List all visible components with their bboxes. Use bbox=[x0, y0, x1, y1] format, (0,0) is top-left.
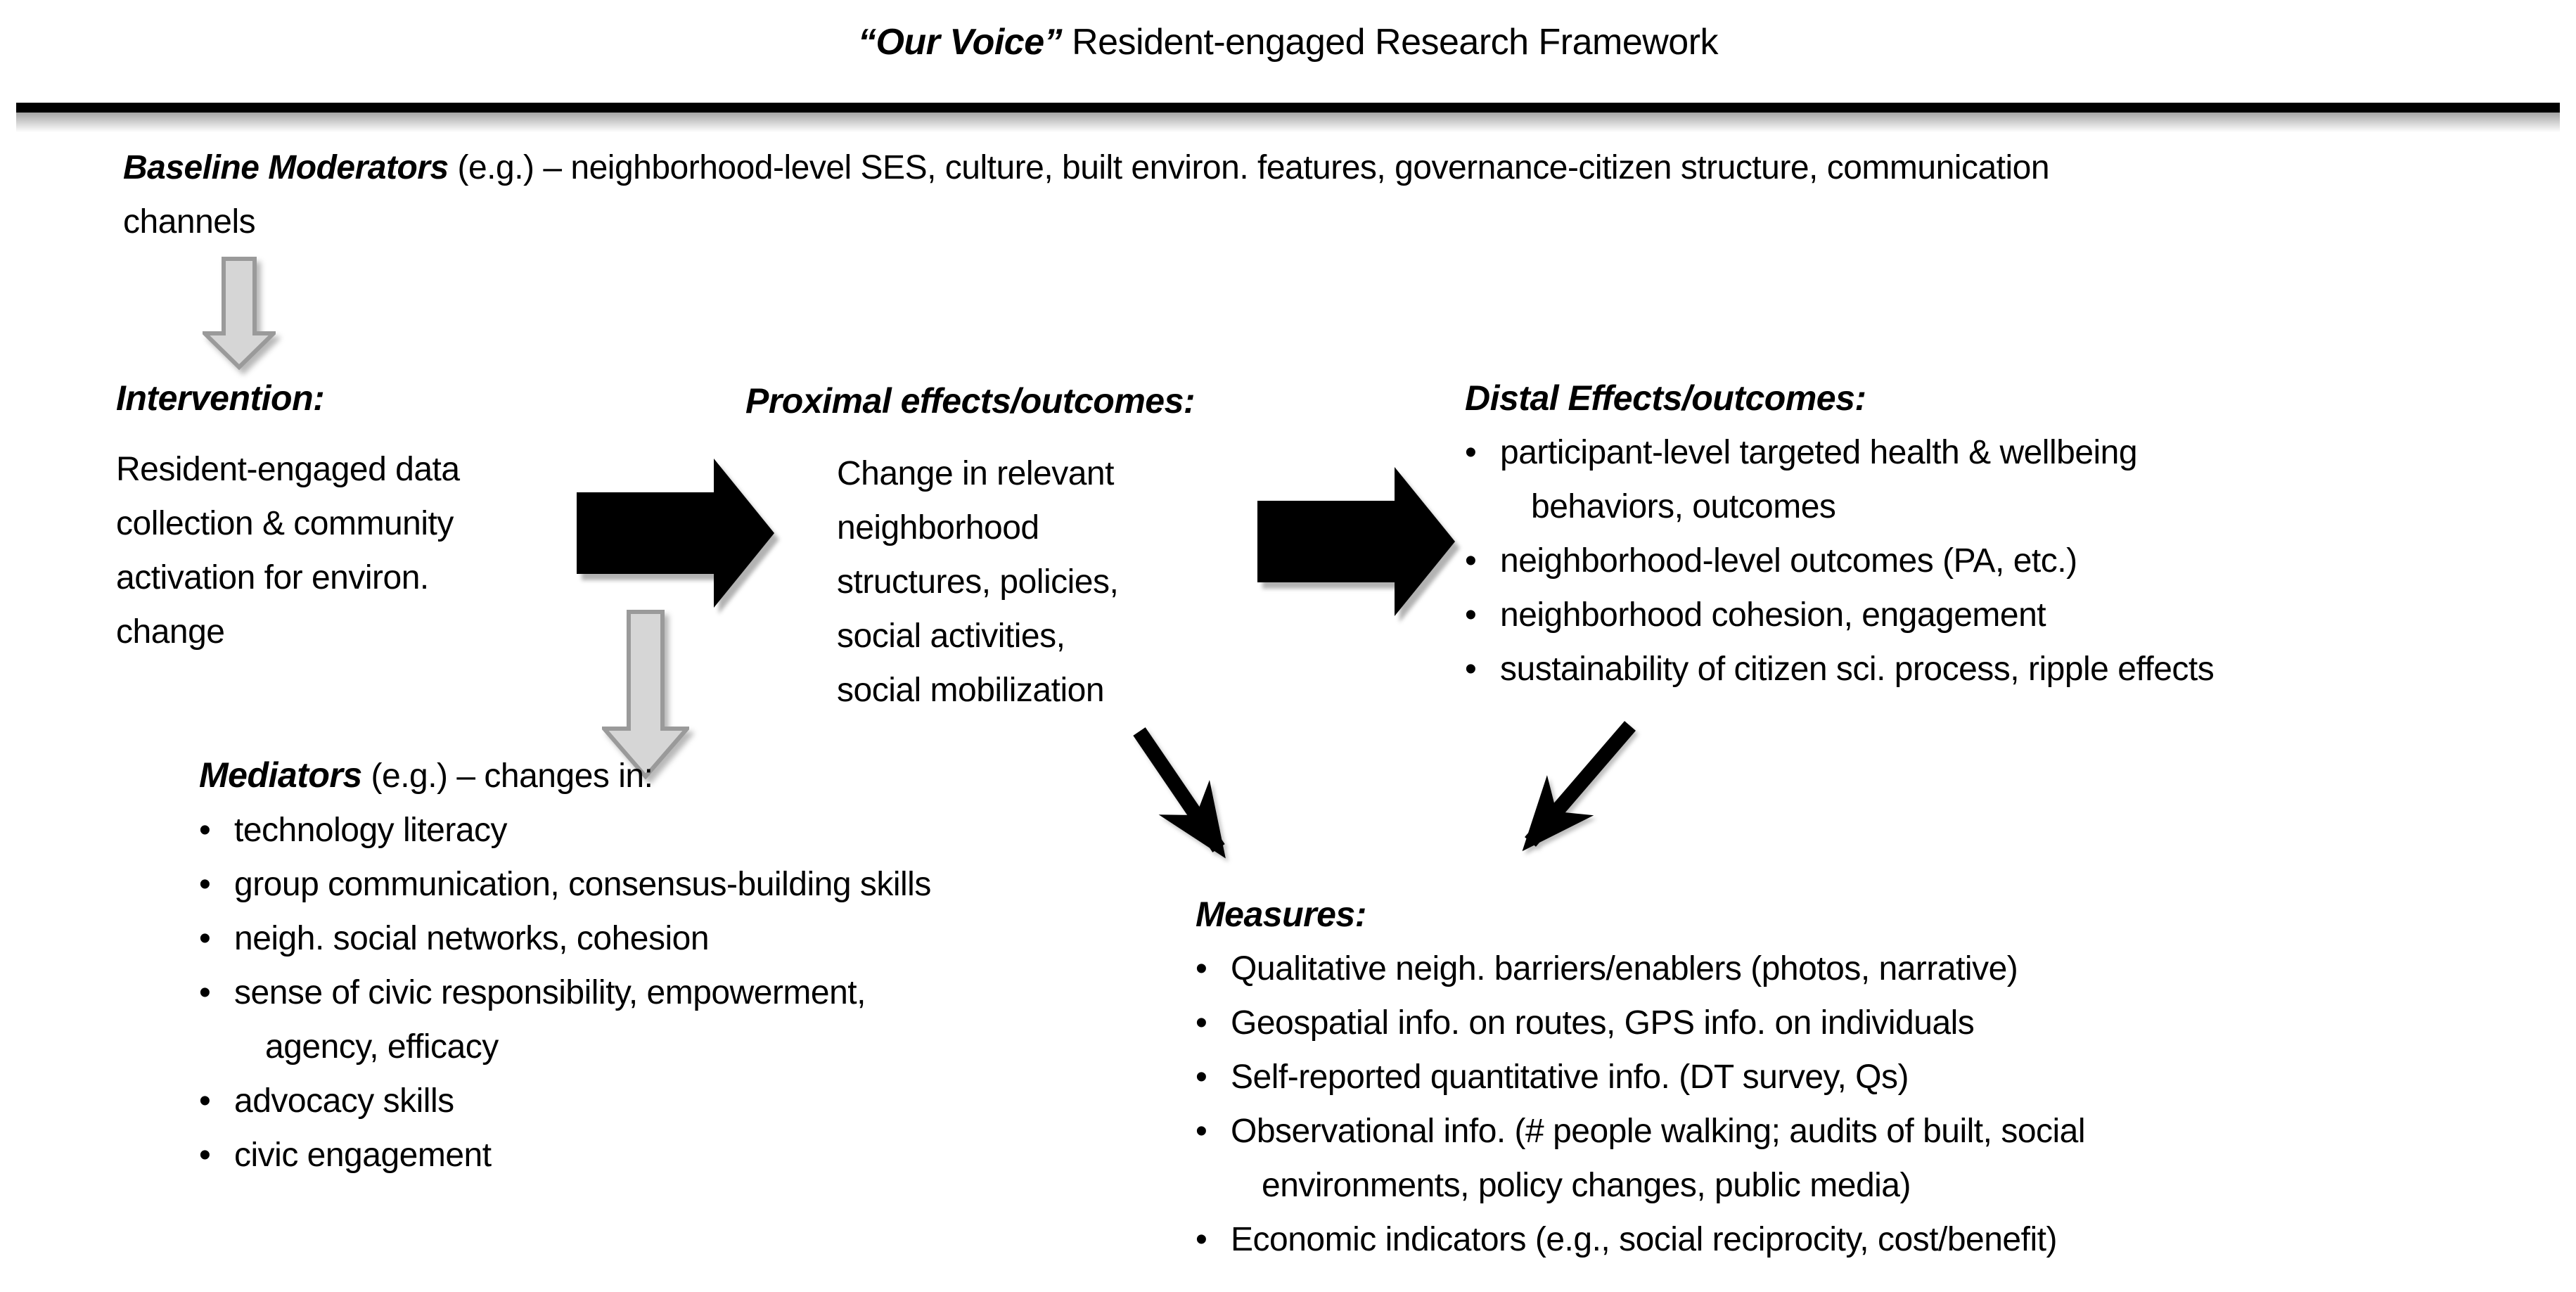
list-item: • Economic indicators (e.g., social reci… bbox=[1196, 1213, 2085, 1267]
bullet-text: Self-reported quantitative info. (DT sur… bbox=[1231, 1058, 1909, 1096]
baseline-label: Baseline Moderators bbox=[123, 149, 449, 186]
measures-heading: Measures: bbox=[1196, 895, 1366, 934]
title-divider-rule bbox=[16, 103, 2560, 113]
proximal-body: Change in relevant neighborhood structur… bbox=[837, 447, 1195, 717]
bullet-text: behaviors, outcomes bbox=[1531, 488, 1836, 525]
bullet-icon: • bbox=[1465, 434, 1477, 471]
arrow-right-proximal-to-distal-icon bbox=[1257, 467, 1455, 616]
bullet-text: group communication, consensus-building … bbox=[234, 866, 931, 903]
list-item: • Qualitative neigh. barriers/enablers (… bbox=[1196, 942, 2085, 996]
list-item: • technology literacy bbox=[199, 803, 931, 857]
bullet-text: sustainability of citizen sci. process, … bbox=[1500, 651, 2215, 688]
intervention-block: Intervention: Resident-engaged data coll… bbox=[116, 371, 460, 659]
proximal-line: social mobilization bbox=[837, 672, 1105, 709]
bullet-text: sense of civic responsibility, empowerme… bbox=[234, 974, 866, 1011]
distal-list: • participant-level targeted health & we… bbox=[1465, 426, 2215, 696]
bullet-icon: • bbox=[1465, 596, 1477, 634]
baseline-line-2: channels bbox=[123, 203, 256, 241]
page-title: “Our Voice” Resident-engaged Research Fr… bbox=[0, 21, 2576, 63]
list-item: • neighborhood cohesion, engagement bbox=[1465, 588, 2214, 642]
mediators-list: • technology literacy • group communicat… bbox=[199, 803, 931, 1182]
bullet-icon: • bbox=[1196, 1113, 1207, 1150]
bullet-icon: • bbox=[1196, 1004, 1207, 1042]
bullet-icon: • bbox=[199, 1082, 211, 1120]
measures-block: Measures: • Qualitative neigh. barriers/… bbox=[1196, 888, 2086, 1267]
mediators-label: Mediators bbox=[199, 755, 362, 795]
list-item: • civic engagement bbox=[199, 1128, 931, 1182]
list-item: • advocacy skills bbox=[199, 1074, 931, 1128]
mediators-block: Mediators (e.g.) – changes in: • technol… bbox=[199, 748, 931, 1182]
measures-list: • Qualitative neigh. barriers/enablers (… bbox=[1196, 942, 2086, 1267]
bullet-icon: • bbox=[1465, 542, 1477, 580]
bullet-icon: • bbox=[199, 812, 211, 849]
bullet-text: civic engagement bbox=[234, 1137, 492, 1174]
intervention-line: collection & community bbox=[116, 505, 454, 542]
list-item: • neighborhood-level outcomes (PA, etc.) bbox=[1465, 534, 2214, 588]
list-item: • sense of civic responsibility, empower… bbox=[199, 966, 931, 1074]
bullet-text: neighborhood cohesion, engagement bbox=[1500, 596, 2046, 634]
intervention-heading: Intervention: bbox=[116, 378, 325, 418]
distal-heading: Distal Effects/outcomes: bbox=[1465, 378, 1866, 418]
list-item: • Geospatial info. on routes, GPS info. … bbox=[1196, 996, 2085, 1050]
arrow-diagonal-proximal-to-measures-icon bbox=[1133, 727, 1226, 859]
proximal-line: Change in relevant bbox=[837, 455, 1114, 492]
intervention-line: Resident-engaged data bbox=[116, 451, 460, 488]
bullet-icon: • bbox=[199, 1137, 211, 1174]
bullet-text: participant-level targeted health & well… bbox=[1500, 434, 2138, 471]
bullet-text: Economic indicators (e.g., social recipr… bbox=[1231, 1221, 2057, 1258]
list-item: • neigh. social networks, cohesion bbox=[199, 912, 931, 966]
arrow-down-to-mediators-icon bbox=[602, 610, 689, 779]
proximal-block: Proximal effects/outcomes: Change in rel… bbox=[745, 374, 1196, 717]
bullet-text: neigh. social networks, cohesion bbox=[234, 920, 710, 957]
list-item: • Observational info. (# people walking;… bbox=[1196, 1104, 2086, 1213]
bullet-icon: • bbox=[199, 920, 211, 957]
baseline-line-1: Baseline Moderators (e.g.) – neighborhoo… bbox=[123, 141, 2556, 195]
baseline-text: (e.g.) – neighborhood-level SES, culture… bbox=[448, 149, 2050, 186]
mediators-heading: Mediators (e.g.) – changes in: bbox=[199, 748, 931, 803]
proximal-line: structures, policies, bbox=[837, 563, 1119, 601]
title-divider-shadow bbox=[16, 113, 2560, 132]
bullet-icon: • bbox=[1196, 950, 1207, 987]
bullet-text: Qualitative neigh. barriers/enablers (ph… bbox=[1231, 950, 2018, 987]
arrow-down-baseline-to-intervention-icon bbox=[203, 257, 276, 370]
intervention-body: Resident-engaged data collection & commu… bbox=[116, 442, 460, 659]
intervention-line: activation for environ. bbox=[116, 559, 429, 596]
proximal-line: social activities, bbox=[837, 618, 1065, 655]
bullet-text: technology literacy bbox=[234, 812, 508, 849]
bullet-text: agency, efficacy bbox=[265, 1028, 499, 1066]
bullet-text: Geospatial info. on routes, GPS info. on… bbox=[1231, 1004, 1975, 1042]
intervention-line: change bbox=[116, 613, 225, 651]
arrow-diagonal-distal-to-measures-icon bbox=[1522, 721, 1636, 852]
bullet-icon: • bbox=[1196, 1221, 1207, 1258]
proximal-line: neighborhood bbox=[837, 509, 1039, 546]
bullet-text: neighborhood-level outcomes (PA, etc.) bbox=[1500, 542, 2077, 580]
bullet-icon: • bbox=[1196, 1058, 1207, 1096]
bullet-text: environments, policy changes, public med… bbox=[1262, 1167, 1911, 1204]
list-item: • participant-level targeted health & we… bbox=[1465, 426, 2214, 534]
list-item: • Self-reported quantitative info. (DT s… bbox=[1196, 1050, 2085, 1104]
bullet-icon: • bbox=[199, 974, 211, 1011]
list-item: • sustainability of citizen sci. process… bbox=[1465, 642, 2215, 696]
bullet-text: advocacy skills bbox=[234, 1082, 454, 1120]
bullet-text: Observational info. (# people walking; a… bbox=[1231, 1113, 2086, 1150]
list-item: • group communication, consensus-buildin… bbox=[199, 857, 931, 912]
distal-block: Distal Effects/outcomes: • participant-l… bbox=[1465, 371, 2215, 696]
page-title-quoted: “Our Voice” bbox=[857, 22, 1063, 63]
baseline-moderators-block: Baseline Moderators (e.g.) – neighborhoo… bbox=[123, 141, 2556, 249]
bullet-icon: • bbox=[199, 866, 211, 903]
bullet-icon: • bbox=[1465, 651, 1477, 688]
proximal-heading: Proximal effects/outcomes: bbox=[745, 381, 1196, 421]
mediators-heading-rest: (e.g.) – changes in: bbox=[361, 757, 653, 795]
arrow-right-intervention-to-proximal-icon bbox=[577, 459, 774, 608]
page-title-rest: Resident-engaged Research Framework bbox=[1062, 22, 1719, 63]
